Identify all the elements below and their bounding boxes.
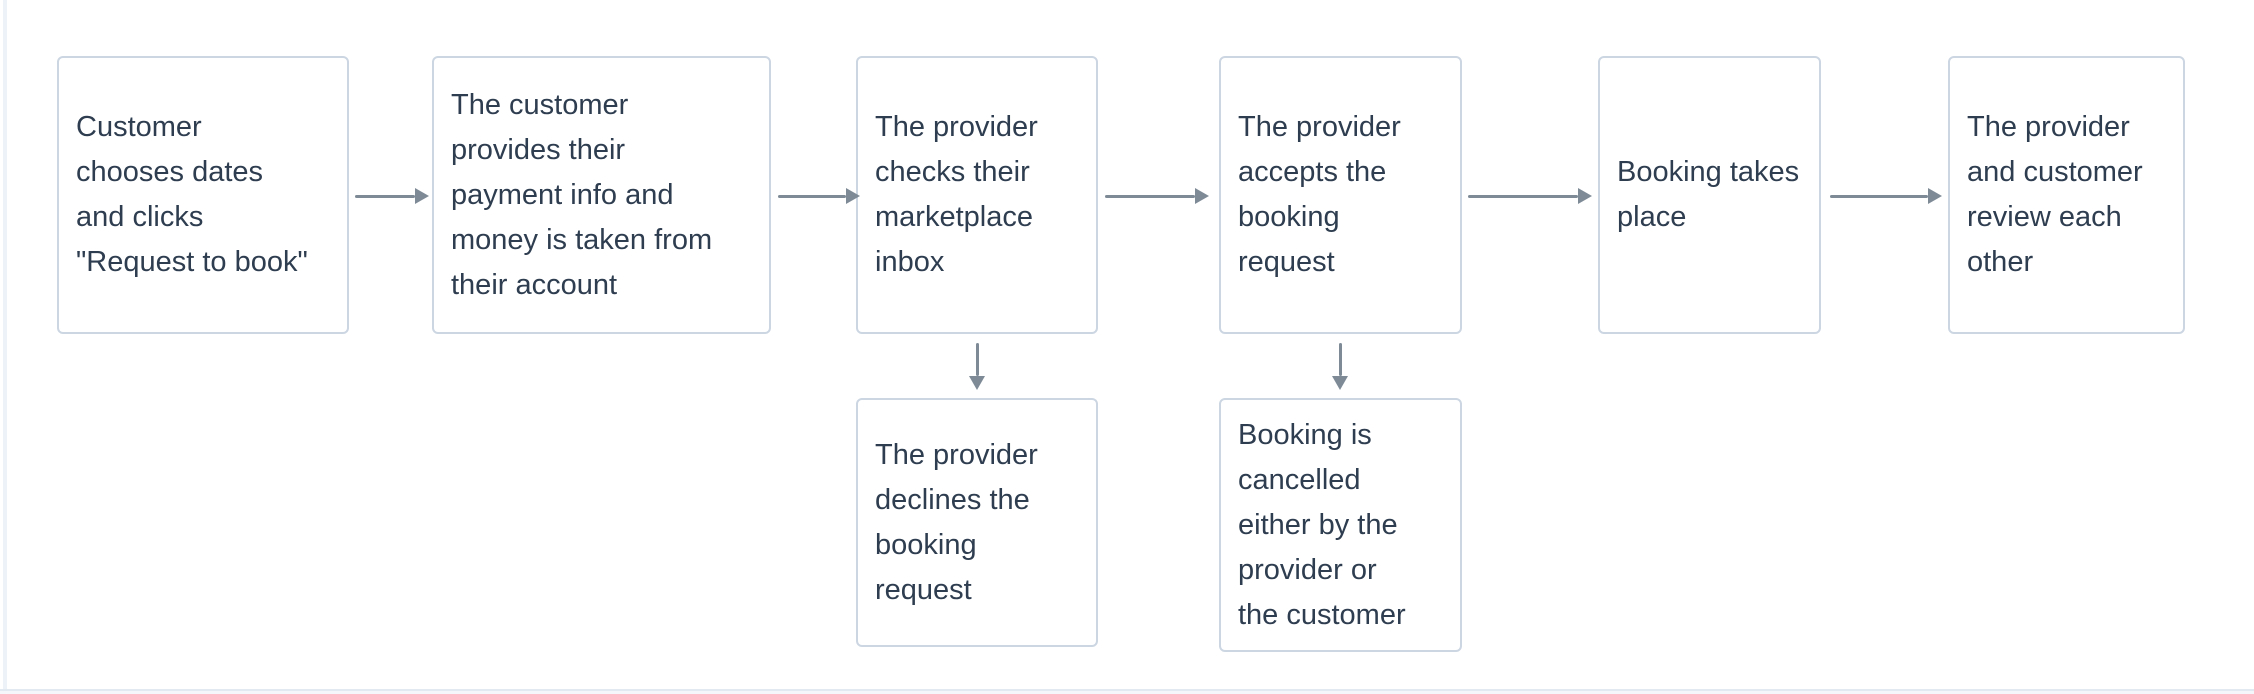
left-edge-accent [3, 0, 7, 690]
arrow-step-4-to-5-icon [1468, 187, 1592, 205]
bottom-divider [0, 689, 2254, 691]
branch-cancel-label: Booking is cancelled either by the provi… [1238, 418, 1406, 631]
arrow-head-icon [1332, 376, 1348, 390]
arrow-head-icon [1928, 188, 1942, 204]
arrow-step-4-to-cancel-icon [1331, 343, 1349, 390]
arrow-step-5-to-6-icon [1830, 187, 1942, 205]
flow-step-5-label: Booking takes place [1617, 156, 1800, 233]
branch-cancel-box: Booking is cancelled either by the provi… [1219, 398, 1462, 652]
flow-step-1-label: Customer chooses dates and clicks "Reque… [76, 111, 308, 278]
arrow-shaft [355, 194, 415, 198]
flow-step-2-label: The customer provides their payment info… [451, 88, 713, 301]
flow-step-5: Booking takes place [1598, 56, 1821, 334]
arrow-shaft [1105, 194, 1195, 198]
arrow-shaft [1468, 194, 1578, 198]
flow-step-2: The customer provides their payment info… [432, 56, 771, 334]
arrow-head-icon [1578, 188, 1592, 204]
bottom-band [0, 691, 2254, 694]
arrow-head-icon [1195, 188, 1209, 204]
arrow-step-3-to-decline-icon [968, 343, 986, 390]
flow-step-1: Customer chooses dates and clicks "Reque… [57, 56, 349, 334]
branch-decline-label: The provider declines the booking reques… [875, 438, 1038, 606]
arrow-shaft [778, 194, 846, 198]
flow-step-3-label: The provider checks their marketplace in… [875, 111, 1038, 278]
flow-step-4: The provider accepts the booking request [1219, 56, 1462, 334]
arrow-shaft [975, 343, 979, 376]
arrow-step-2-to-3-icon [778, 187, 860, 205]
flow-step-3: The provider checks their marketplace in… [856, 56, 1098, 334]
flow-step-6-label: The provider and customer review each ot… [1967, 111, 2143, 278]
arrow-head-icon [415, 188, 429, 204]
arrow-head-icon [846, 188, 860, 204]
arrow-shaft [1830, 194, 1928, 198]
arrow-step-1-to-2-icon [355, 187, 429, 205]
branch-decline-box: The provider declines the booking reques… [856, 398, 1098, 647]
flow-step-6: The provider and customer review each ot… [1948, 56, 2185, 334]
arrow-head-icon [969, 376, 985, 390]
flow-step-4-label: The provider accepts the booking request [1238, 111, 1401, 278]
arrow-shaft [1338, 343, 1342, 376]
arrow-step-3-to-4-icon [1105, 187, 1209, 205]
